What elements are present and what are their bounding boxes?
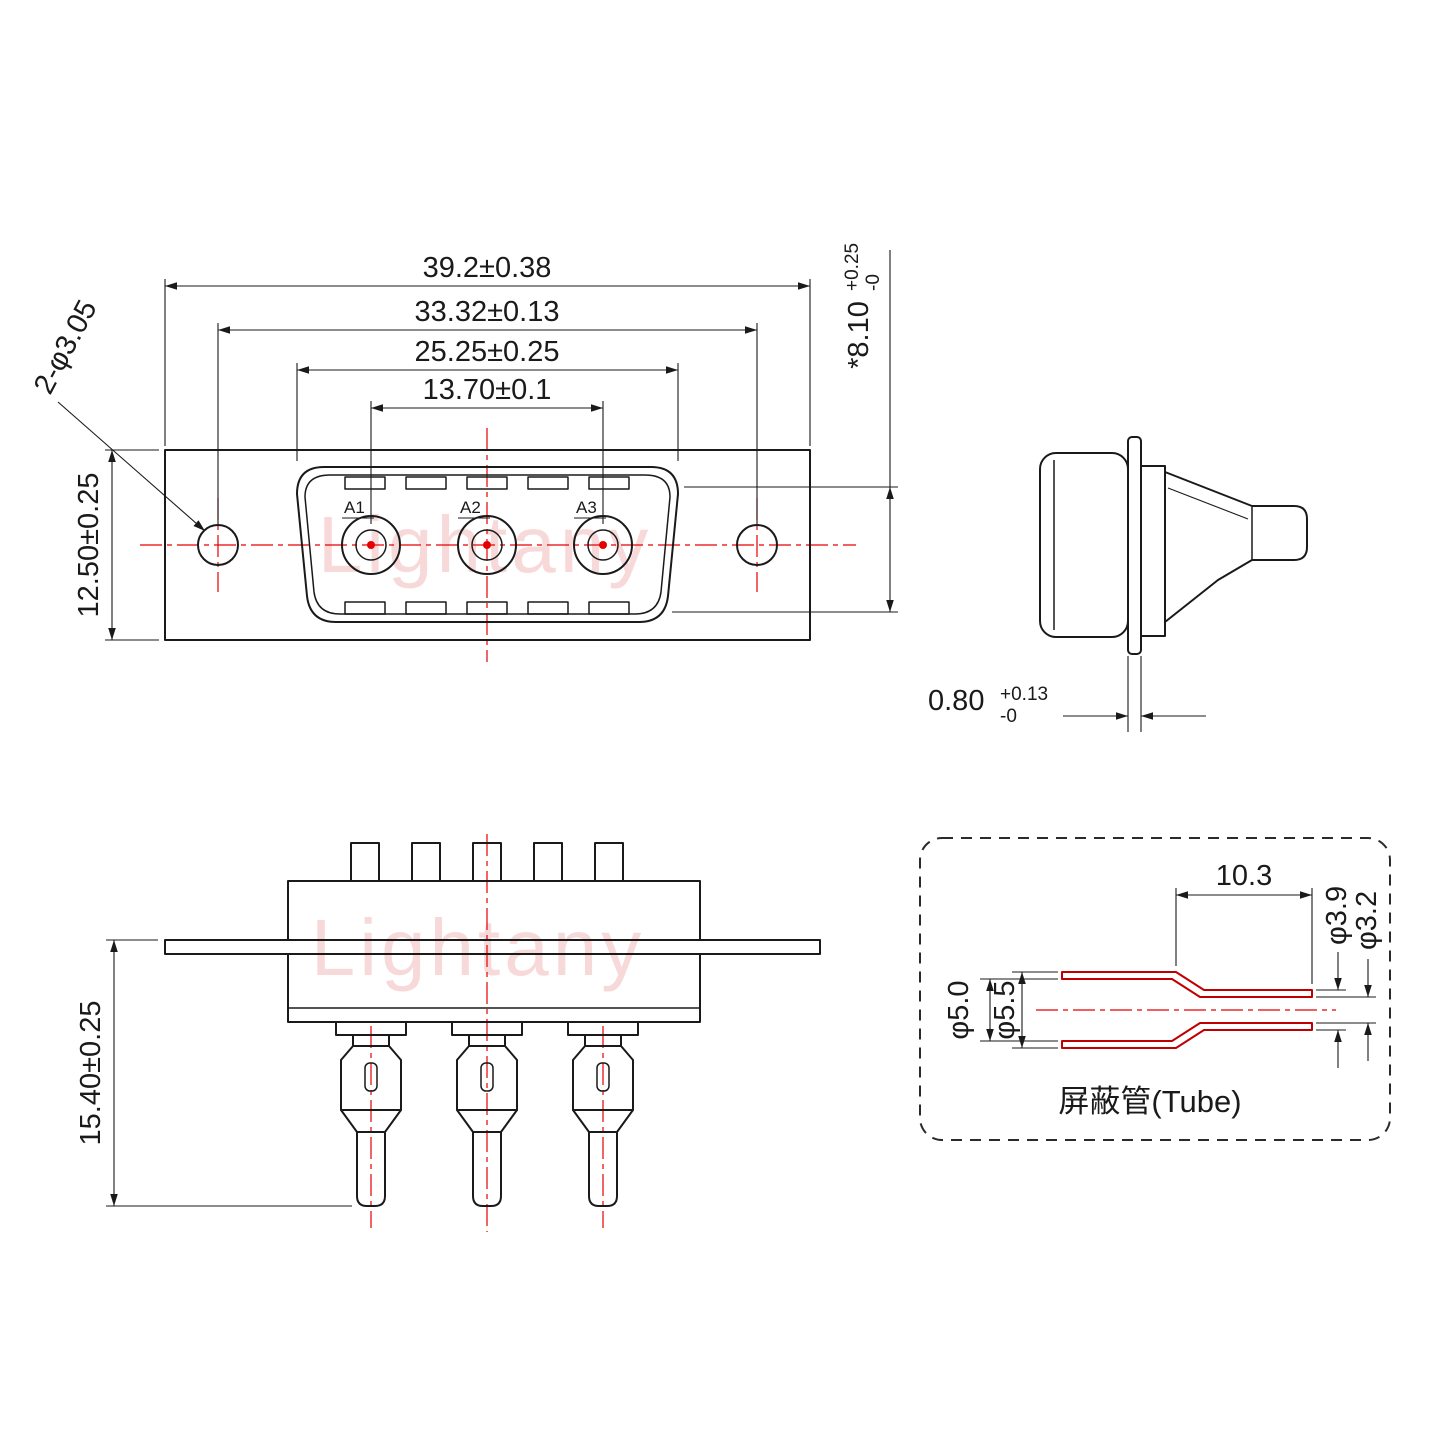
svg-text:-0: -0	[1000, 706, 1017, 727]
pin-label-a2: A2	[460, 498, 481, 517]
contact-center-dot	[367, 541, 375, 549]
inspection-slot	[596, 1062, 610, 1092]
solder-contact-a1	[335, 1021, 407, 1207]
dim-tube-outer-big: φ5.5	[989, 980, 1021, 1039]
dim-outer-width: 39.2±0.38	[423, 252, 552, 284]
detail-box	[919, 837, 1391, 1141]
flange-side	[1127, 436, 1142, 655]
side-view: 0.80 +0.13 -0	[928, 436, 1308, 732]
solder-contact-a2	[451, 1021, 523, 1207]
dim-hole-span: 33.32±0.13	[415, 296, 560, 328]
dim-flange-thickness: 0.80 +0.13 -0	[928, 684, 1048, 727]
contact-center-dot	[483, 541, 491, 549]
tube-wall-top	[1061, 971, 1313, 998]
inspection-slot	[364, 1062, 378, 1092]
svg-text:+0.25: +0.25	[842, 243, 863, 291]
contact-center-dot	[599, 541, 607, 549]
dshell-outer	[296, 466, 679, 623]
pin-label-a3: A3	[576, 498, 597, 517]
svg-text:*8.10: *8.10	[843, 301, 875, 369]
dim-tube-inner-big: φ5.0	[943, 980, 975, 1039]
dim-pin-span: 13.70±0.1	[423, 374, 552, 406]
dim-mounting-holes: 2-φ3.05	[28, 295, 104, 399]
dim-shell-width: 25.25±0.25	[415, 336, 560, 368]
front-view: A1 A2 A3 39.2±0.38 33.32±0.13 25.25±0.25…	[28, 243, 898, 662]
dshell-inner	[304, 474, 671, 615]
solder-contact-a3	[567, 1021, 639, 1207]
inspection-slot	[480, 1062, 494, 1092]
svg-text:+0.13: +0.13	[1000, 684, 1048, 705]
backshell-neck	[1140, 465, 1166, 637]
dim-tube-outer-small: φ3.9	[1321, 886, 1353, 945]
dim-tube-length: 10.3	[1216, 860, 1272, 892]
rear-view: 15.40±0.25	[75, 834, 821, 1232]
mounting-hole-right	[736, 524, 778, 566]
snout-contour-line	[1167, 487, 1249, 520]
dim-tube-inner-small: φ3.2	[1351, 891, 1383, 950]
watermark-text: Lightany	[311, 903, 645, 992]
shell-slots	[344, 476, 630, 615]
dim-total-height: 15.40±0.25	[75, 1001, 107, 1146]
flange-outline	[164, 449, 811, 641]
shell-side	[1039, 452, 1129, 638]
coax-contact-a2	[457, 515, 517, 575]
svg-text:0.80: 0.80	[928, 685, 984, 717]
tube-detail: 10.3 φ3.9 φ3.2 φ5.0 φ5.5 屏蔽管(Tube)	[919, 837, 1391, 1141]
tube-wall-bottom	[1061, 1022, 1313, 1049]
svg-text:-0: -0	[863, 274, 884, 291]
mounting-hole-left	[197, 524, 239, 566]
tube-title: 屏蔽管(Tube)	[1058, 1084, 1241, 1119]
pin-label-a1: A1	[344, 498, 365, 517]
dim-opening-height: *8.10 +0.25 -0	[842, 243, 884, 369]
backshell-snout	[1164, 471, 1308, 623]
dim-height: 12.50±0.25	[73, 473, 105, 618]
